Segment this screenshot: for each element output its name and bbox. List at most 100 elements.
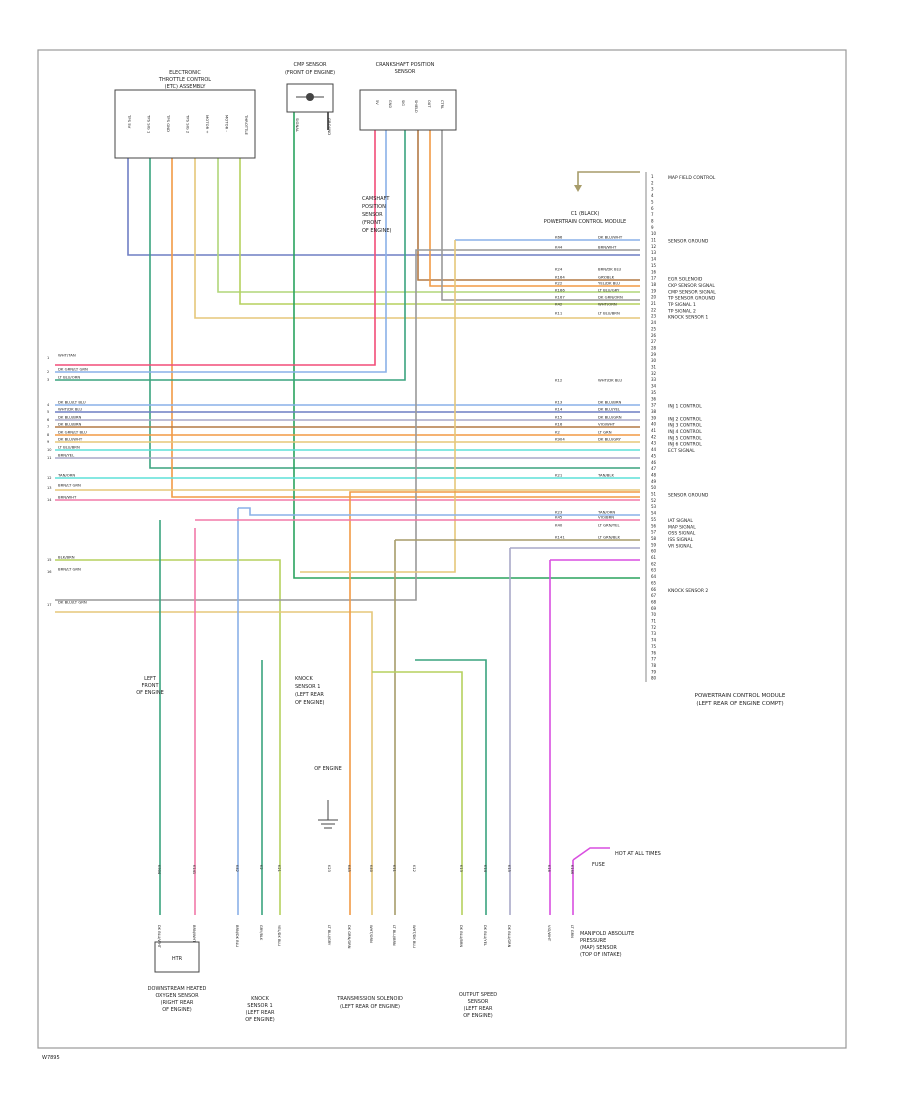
wire-color-c16: DK BLU/GRY [598, 437, 622, 442]
o2-sensor-box [154, 941, 200, 973]
wire-color-c10: WHT/DK BLU [598, 378, 622, 383]
cam-pin-1: GROUND [327, 118, 332, 135]
pcm-pin-36: 36 [651, 396, 657, 401]
left-label-16: DK BLU/LT GRN [58, 600, 87, 605]
pcm-pin-6: 6 [651, 206, 654, 211]
wire-code-f7: K141 [555, 535, 565, 540]
wire-color-c4: GRY/BLK [598, 275, 615, 280]
left-pin-3: 4 [47, 403, 50, 407]
knock-title-3: (LEFT REAR [246, 1010, 275, 1016]
pcm-title-2: (LEFT REAR OF ENGINE COMPT) [696, 701, 783, 707]
bottom-color-11: DK BLU/YEL [483, 925, 487, 946]
left-label-12: BRN/LT GRN [58, 483, 81, 488]
bottom-code-10: K13 [459, 865, 463, 872]
wire-code-f6: K40 [555, 523, 563, 528]
pcm-pin-45: 45 [651, 453, 657, 458]
left-label-9: LT BLU/BRN [58, 445, 80, 450]
bottom-color-0: DK BLU/WHT [157, 925, 161, 949]
left-label-8: DK BLU/WHT [58, 437, 83, 442]
left-label-2: LT BLU/ORN [58, 375, 80, 380]
mid-note-5: OF ENGINE) [362, 228, 392, 234]
pcm-pin-32: 32 [651, 371, 657, 376]
wire-color-c19: VIO/BRN [598, 515, 614, 520]
pcm-pin-31: 31 [651, 365, 657, 370]
pcm-pin-66: 66 [651, 587, 657, 592]
wire-code-f1: K2 [555, 430, 560, 435]
wire-code-e2: K11 [555, 311, 563, 316]
pcm-pin-60: 60 [651, 549, 657, 554]
bottom-color-13: VIO/WHT [547, 925, 551, 942]
bottom-color-3: GRY/BLK [259, 925, 263, 941]
o2-title-1: DOWNSTREAM HEATED [148, 986, 207, 992]
pcm-pin-79: 79 [651, 669, 657, 674]
pcm-label-12: INJ 4 CONTROL [668, 429, 702, 435]
pcm-pin-22: 22 [651, 307, 657, 312]
pcm-label-3: CKP SENSOR SIGNAL [668, 283, 715, 289]
pcm-pin-38: 38 [651, 409, 657, 414]
wire-code-d4: K164 [555, 275, 565, 280]
pcm-pin-3: 3 [651, 187, 654, 192]
transmission-solenoid-component: TRANSMISSION SOLENOID (LEFT REAR OF ENGI… [336, 996, 403, 1010]
pcm-pin-9: 9 [651, 225, 654, 230]
sensor-ground-wire [55, 249, 640, 601]
pcm-pin-16: 16 [651, 269, 657, 274]
left-label-3: DK BLU/LT BLU [58, 400, 86, 405]
pcm-pin-12: 12 [651, 244, 657, 249]
cmp-title-1: CMP SENSOR [293, 62, 327, 68]
knock-note-3: (LEFT REAR [295, 692, 324, 698]
ckp-title-2: SENSOR [395, 69, 416, 75]
wire-code-d6: K166 [555, 288, 565, 293]
left-pin-4: 5 [47, 410, 49, 414]
pcm-pin-28: 28 [651, 345, 657, 350]
pcm-pin-29: 29 [651, 352, 657, 357]
crank-wire-0 [55, 130, 376, 366]
knock-note-2: SENSOR 1 [295, 684, 320, 690]
wire-code-d1: K66 [555, 235, 563, 240]
pcm-label-19: OSS SIGNAL [668, 531, 696, 537]
bottom-code-0: K904 [157, 865, 161, 875]
pcm-label-7: TP SIGNAL 2 [667, 308, 696, 314]
pcm-pin-42: 42 [651, 434, 657, 439]
ground-label: OF ENGINE [314, 766, 342, 772]
wire-color-c13: DK BLU/GRN [598, 415, 622, 420]
pcm-label-11: INJ 3 CONTROL [668, 423, 702, 429]
wire-color-c6: LT BLU/GRY [598, 288, 620, 293]
left-pin-12: 13 [47, 486, 51, 490]
pcm-title-1: POWERTRAIN CONTROL MODULE [695, 693, 786, 699]
fuse-feed-wire [572, 847, 610, 861]
pcm-pin-57: 57 [651, 530, 657, 535]
bottom-color-14: LT GRN [570, 925, 574, 938]
map-title-1: MANIFOLD ABSOLUTE [580, 931, 634, 937]
pcm-pin-23: 23 [651, 314, 657, 319]
knock-note-1: KNOCK [295, 676, 313, 682]
speed-title-4: OF ENGINE) [463, 1013, 493, 1019]
bottom-code-12: K15 [507, 865, 511, 872]
ckp-connector-box [359, 89, 457, 131]
left-label-11: TAN/ORN [57, 473, 75, 478]
pcm-pin-56: 56 [651, 523, 657, 528]
bottom-color-8: LT BLU/BRN [392, 925, 396, 946]
pcm-pin-61: 61 [651, 555, 657, 560]
pcm-pin-27: 27 [651, 339, 657, 344]
pcm-label-14: INJ 6 CONTROL [668, 442, 702, 448]
wire-color-c21: LT GRN/BLK [598, 535, 621, 540]
left-pin-15: 16 [47, 570, 51, 574]
pcm-label-18: MAP SIGNAL [668, 524, 696, 530]
wire-code-f3: K21 [555, 473, 563, 478]
mid-note-3: SENSOR [362, 212, 383, 218]
throttle-body-connector: ELECTRONIC THROTTLE CONTROL (ETC) ASSEMB… [114, 70, 256, 159]
wire-code-f4: K23 [555, 510, 563, 515]
ground-note-1: LEFT [144, 676, 157, 682]
ground-note-3: OF ENGINE [136, 690, 164, 696]
left-pin-14: 15 [47, 558, 51, 562]
pcm-pin-13: 13 [651, 250, 657, 255]
left-pin-5: 6 [47, 418, 49, 422]
pcm-pin-5: 5 [651, 199, 654, 204]
wire-code-e4: K13 [555, 400, 563, 405]
pcm-pin-50: 50 [651, 485, 657, 490]
bottom-code-6: K45 [347, 865, 351, 872]
ckp-title-1: CRANKSHAFT POSITION [376, 62, 435, 68]
